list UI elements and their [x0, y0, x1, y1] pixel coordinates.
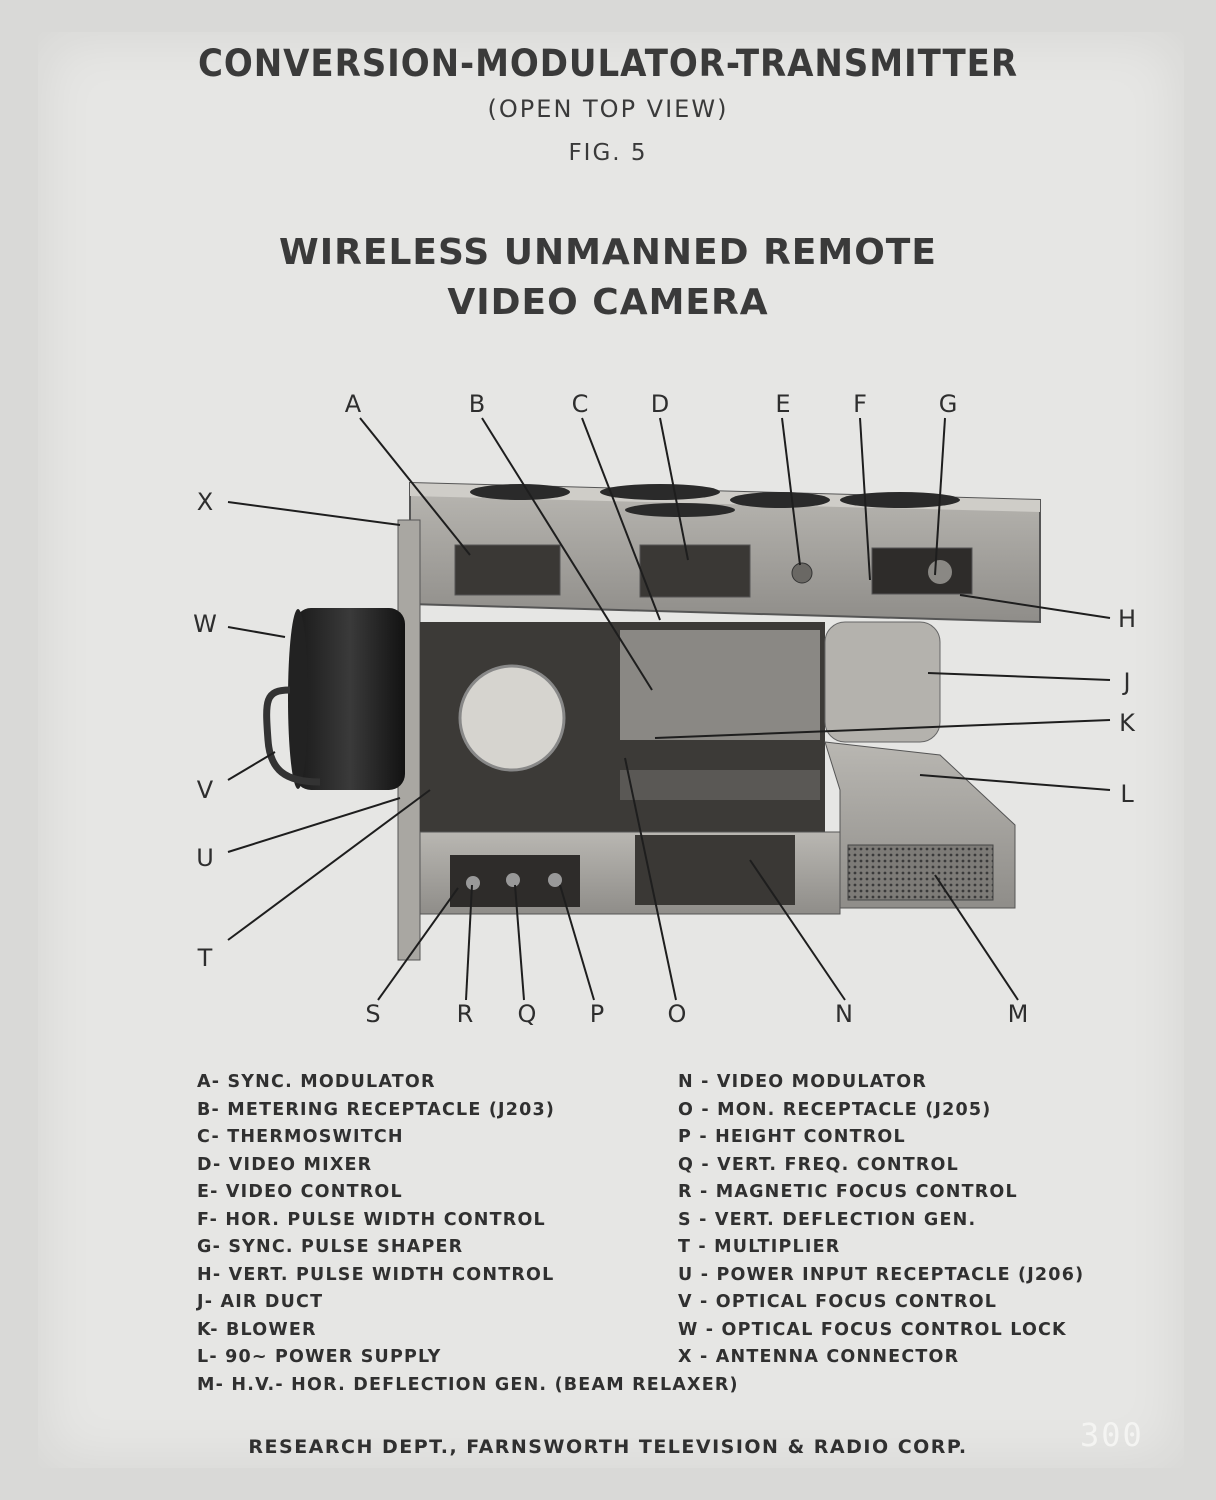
- callout-S: S: [365, 1000, 381, 1028]
- hv-deflection-mesh: [847, 844, 994, 901]
- legend-item: R - MAGNETIC FOCUS CONTROL: [678, 1182, 1018, 1202]
- callout-A: A: [344, 390, 362, 418]
- callout-O: O: [667, 1000, 687, 1028]
- leader-line-B: [481, 417, 653, 691]
- legend-item: B- METERING RECEPTACLE (J203): [197, 1099, 556, 1120]
- tube-face: [458, 664, 566, 772]
- callout-X: X: [196, 488, 214, 516]
- footer-credit: RESEARCH DEPT., FARNSWORTH TELEVISION & …: [248, 1436, 968, 1458]
- legend-item: C- THERMOSWITCH: [197, 1127, 404, 1147]
- legend-item: A- SYNC. MODULATOR: [197, 1072, 436, 1092]
- leader-line-F: [859, 417, 871, 581]
- callout-T: T: [197, 944, 213, 972]
- leader-line-P: [559, 884, 595, 1001]
- legend-item: S - VERT. DEFLECTION GEN.: [678, 1209, 977, 1230]
- pulse-control-window: [871, 547, 973, 595]
- callout-C: C: [571, 390, 589, 418]
- legend-item: T - MULTIPLIER: [678, 1237, 841, 1257]
- callout-M: M: [1007, 1000, 1029, 1028]
- callout-N: N: [835, 1000, 853, 1028]
- blower-housing: [620, 630, 820, 740]
- callout-V: V: [196, 776, 214, 804]
- callout-L: L: [1120, 780, 1134, 808]
- device-title-line2: VIDEO CAMERA: [447, 282, 769, 323]
- legend-item: U - POWER INPUT RECEPTACLE (J206): [678, 1264, 1085, 1285]
- callout-D: D: [650, 390, 670, 418]
- figure-label: FIG. 5: [568, 140, 648, 166]
- callout-R: R: [456, 1000, 474, 1028]
- leader-line-N: [749, 859, 846, 1001]
- legend-item: L- 90~ POWER SUPPLY: [197, 1347, 442, 1367]
- legend-item: Q - VERT. FREQ. CONTROL: [678, 1154, 959, 1175]
- leader-line-R: [465, 884, 473, 1001]
- legend-item: K- BLOWER: [197, 1319, 317, 1340]
- leader-line-K: [654, 719, 1111, 739]
- leader-line-Q: [514, 884, 525, 1001]
- video-mixer-window: [639, 544, 751, 598]
- leader-line-H: [959, 594, 1111, 619]
- legend-item: M- H.V.- HOR. DEFLECTION GEN. (BEAM RELA…: [197, 1374, 739, 1395]
- subtitle: (OPEN TOP VIEW): [487, 95, 729, 123]
- callout-G: G: [938, 390, 958, 418]
- legend-item: P - HEIGHT CONTROL: [678, 1127, 906, 1147]
- leader-line-J: [927, 672, 1111, 681]
- leader-line-E: [781, 417, 801, 566]
- leader-line-L: [919, 774, 1111, 791]
- callout-E: E: [775, 390, 791, 418]
- callout-H: H: [1117, 605, 1137, 633]
- archive-stamp: 300: [1080, 1416, 1144, 1454]
- legend-item: F- HOR. PULSE WIDTH CONTROL: [197, 1209, 546, 1230]
- leader-line-W: [227, 626, 286, 638]
- leader-line-T: [227, 789, 431, 941]
- callout-W: W: [193, 610, 217, 638]
- legend-item: W - OPTICAL FOCUS CONTROL LOCK: [678, 1319, 1067, 1340]
- leader-line-S: [377, 887, 459, 1001]
- legend-item: N - VIDEO MODULATOR: [678, 1072, 928, 1092]
- legend-item: E- VIDEO CONTROL: [197, 1182, 403, 1202]
- camera-tube-housing: [263, 608, 405, 790]
- video-modulator-window: [635, 835, 795, 905]
- callout-P: P: [589, 1000, 605, 1028]
- callout-K: K: [1119, 709, 1135, 737]
- legend-item: J- AIR DUCT: [197, 1292, 324, 1312]
- leader-line-C: [581, 417, 661, 621]
- leader-line-O: [624, 757, 677, 1001]
- callout-J: J: [1123, 668, 1131, 696]
- legend-item: H- VERT. PULSE WIDTH CONTROL: [197, 1264, 555, 1285]
- leader-line-U: [227, 797, 401, 853]
- callout-B: B: [468, 390, 486, 418]
- main-title: CONVERSION-MODULATOR-TRANSMITTER: [197, 42, 1018, 85]
- video-control-knob: [791, 562, 813, 584]
- leader-line-D: [659, 417, 689, 561]
- legend-item: G- SYNC. PULSE SHAPER: [197, 1237, 464, 1257]
- leader-line-V: [227, 751, 276, 781]
- callout-U: U: [196, 844, 214, 872]
- air-duct: [824, 621, 941, 743]
- callout-F: F: [853, 390, 867, 418]
- legend-item: V - OPTICAL FOCUS CONTROL: [678, 1292, 998, 1312]
- leader-line-X: [227, 501, 401, 526]
- leader-line-G: [934, 417, 946, 576]
- leader-line-A: [359, 417, 471, 556]
- legend-item: D- VIDEO MIXER: [197, 1154, 373, 1175]
- callout-Q: Q: [517, 1000, 537, 1028]
- legend-item: O - MON. RECEPTACLE (J205): [678, 1099, 992, 1120]
- sync-modulator-window: [454, 544, 561, 596]
- device-title-line1: WIRELESS UNMANNED REMOTE: [279, 232, 937, 273]
- leader-line-M: [934, 874, 1019, 1001]
- sync-pulse-shaper-knob: [928, 560, 952, 584]
- legend-item: X - ANTENNA CONNECTOR: [678, 1347, 960, 1367]
